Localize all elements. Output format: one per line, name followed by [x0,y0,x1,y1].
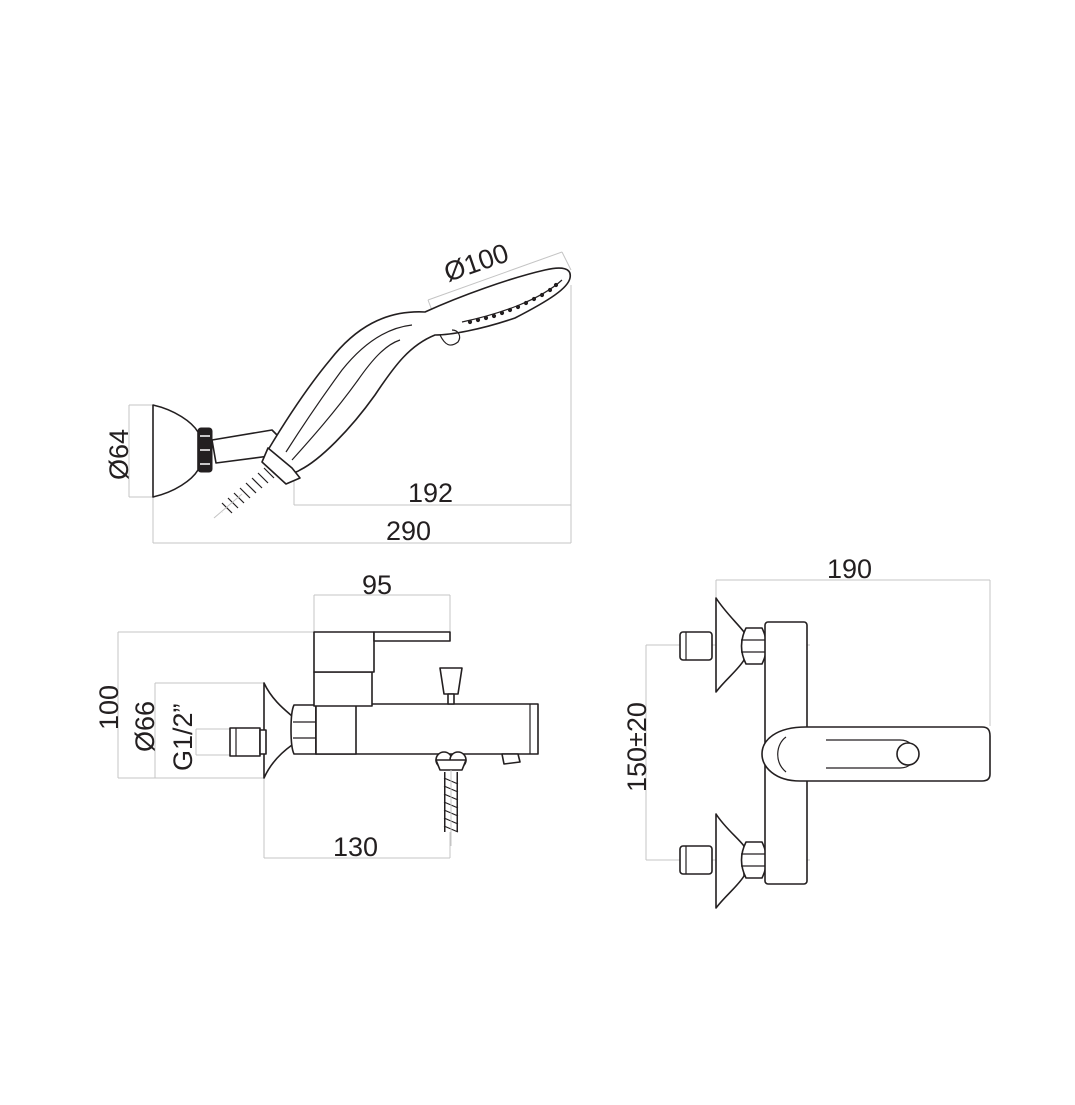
side-hex-nut [290,704,317,755]
side-dimension-lines [117,594,451,859]
dim-head-diameter: Ø100 [440,238,512,288]
side-inlet-pipe [229,727,261,757]
handshower [261,267,571,485]
dim-flange-diameter: Ø66 [130,701,160,752]
side-spout-outlet [501,753,521,765]
side-hose-connector [435,751,467,846]
front-top-connection [679,597,768,693]
side-wall-flange [263,682,293,779]
dim-lever-width: 95 [362,570,392,600]
dim-holder-diameter: Ø64 [104,429,134,480]
dim-body-height: 100 [94,685,124,730]
front-lever [761,726,991,782]
dim-connection-thread: G1/2” [168,703,198,771]
dim-centre-distance: 150±20 [622,702,652,792]
side-lever [313,631,375,673]
side-diverter-knob [439,667,463,695]
side-cartridge [313,671,373,707]
wall-holder [152,404,281,498]
dim-spout-projection: 130 [333,832,378,862]
front-view: 190 150±20 [622,554,991,909]
spray-nozzles [467,282,559,325]
side-lever-arm [373,631,451,642]
dim-total-width: 190 [827,554,872,584]
handshower-view: Ø100 Ø64 192 290 [104,238,572,546]
handshower-dimension-lines [128,251,572,544]
dim-total-length: 290 [386,516,431,546]
side-view: 95 100 Ø66 G1/2” 130 [94,570,539,862]
dim-handshower-offset: 192 [408,478,453,508]
front-bottom-connection [679,813,768,909]
handshower-hose [213,465,275,519]
front-dimension-lines [645,579,991,861]
